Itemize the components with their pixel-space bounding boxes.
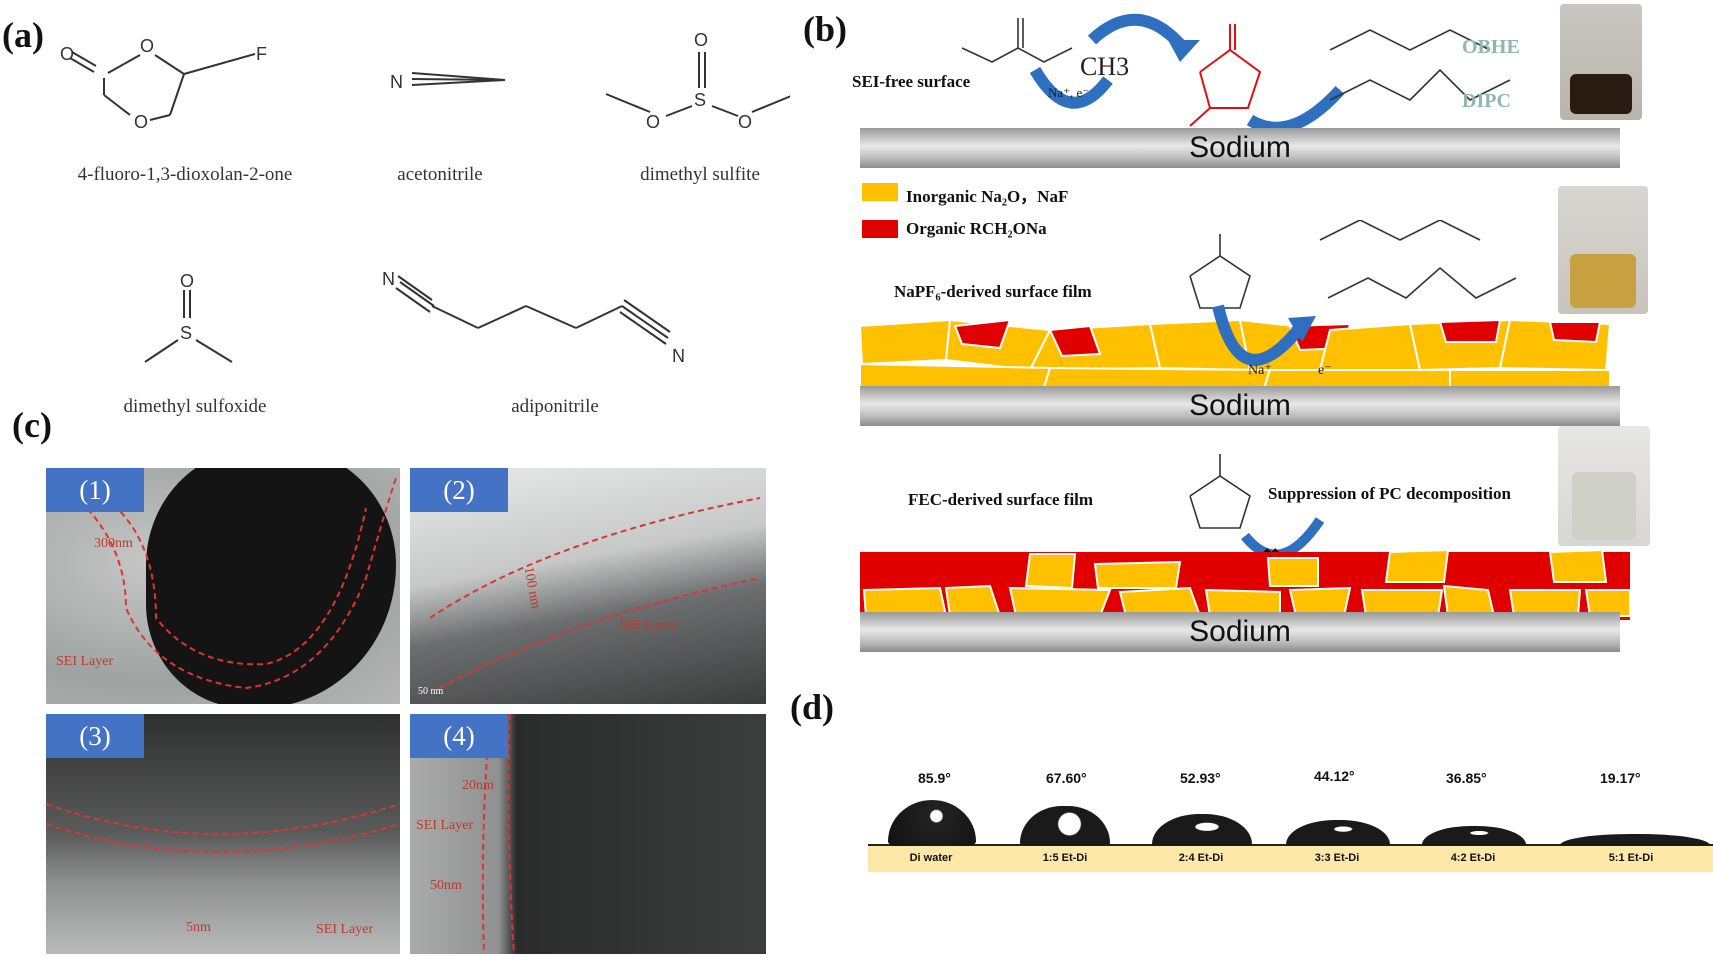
panel-label-a: (a) xyxy=(2,15,44,55)
sei-free-label: SEI-free surface xyxy=(852,72,971,91)
molecule-structures: O O O F N O S O O O S N N xyxy=(60,30,790,366)
acetonitrile-atom-n: N xyxy=(390,72,403,92)
droplet-label-1: Di water xyxy=(909,852,953,864)
molecule-name: dimethyl sulfoxide xyxy=(123,396,267,417)
legend-inorganic-label: Inorganic Na₂O，NaF xyxy=(906,187,1069,206)
tem-badge-1: (1) xyxy=(46,468,144,512)
sodium-bar-3: Sodium xyxy=(860,612,1620,652)
tem-badge-4: (4) xyxy=(410,714,508,758)
droplet-2 xyxy=(1020,806,1110,846)
contact-angle-3: 52.93° xyxy=(1180,770,1221,786)
legend-swatch-organic xyxy=(862,220,898,238)
obhe-label: OBHE xyxy=(1462,36,1520,58)
molecule-name: dimethyl sulfite xyxy=(640,164,760,185)
adiponitrile-atom-n1: N xyxy=(382,269,395,289)
sulfite-atom-o3: O xyxy=(738,112,752,132)
panel-label-b: (b) xyxy=(803,9,847,49)
adiponitrile-structure xyxy=(395,275,671,345)
tem4-thickness-2: 50nm xyxy=(430,878,462,893)
suppression-label: Suppression of PC decomposition xyxy=(1268,484,1511,503)
scheme-bottom-film: ✖ xyxy=(860,454,1631,620)
sulfite-atom-o1: O xyxy=(694,30,708,50)
contact-angle-4: 44.12° xyxy=(1314,768,1355,784)
fec-atom-o1: O xyxy=(60,44,74,64)
e-minus-label: e⁻ xyxy=(1318,363,1332,378)
droplet-label-6: 5:1 Et-Di xyxy=(1608,852,1654,864)
contact-angle-6: 19.17° xyxy=(1600,770,1641,786)
dimethyl-sulfite-structure xyxy=(605,52,790,117)
legend-swatch-inorganic xyxy=(862,183,898,201)
droplet-3 xyxy=(1152,814,1252,846)
sodium-bar-2: Sodium xyxy=(860,386,1620,426)
contact-angle-5: 36.85° xyxy=(1446,770,1487,786)
droplet-label-3: 2:4 Et-Di xyxy=(1178,852,1224,864)
droplet-label-4: 3:3 Et-Di xyxy=(1314,852,1360,864)
vial-image-2 xyxy=(1558,186,1648,314)
molecule-name: acetonitrile xyxy=(397,164,483,185)
fec-atom-o3: O xyxy=(134,112,148,132)
droplet-4 xyxy=(1286,820,1390,846)
tem1-thickness: 300nm xyxy=(94,536,133,551)
adiponitrile-atom-n2: N xyxy=(672,346,685,366)
tem2-sei-label: SEI Layer xyxy=(620,618,678,633)
contact-angle-2: 67.60° xyxy=(1046,770,1087,786)
dmso-atom-o: O xyxy=(180,271,194,291)
tem4-sei-label: SEI Layer xyxy=(416,818,474,833)
tem3-thickness: 5nm xyxy=(186,920,211,935)
fec-atom-o2: O xyxy=(140,36,154,56)
tem-badge-2: (2) xyxy=(410,468,508,512)
molecule-name: adiponitrile xyxy=(511,396,599,417)
droplet-6 xyxy=(1560,834,1710,846)
panel-label-d: (d) xyxy=(790,687,834,727)
tem1-sei-label: SEI Layer xyxy=(56,654,114,669)
napf6-film-label: NaPF₆-derived surface film xyxy=(894,282,1092,301)
tem2-scale-label: 50 nm xyxy=(418,686,444,697)
acetonitrile-structure xyxy=(411,72,506,86)
panel-label-c: (c) xyxy=(12,405,52,445)
droplet-5 xyxy=(1422,826,1526,846)
scheme-top-reaction xyxy=(961,13,1511,130)
na-plus-label: Na⁺ xyxy=(1248,363,1272,378)
droplet-label-2: 1:5 Et-Di xyxy=(1042,852,1088,864)
contact-angle-1: 85.9° xyxy=(918,770,951,786)
fec-structure xyxy=(69,51,256,121)
dmso-structure xyxy=(144,290,233,363)
vial-image-1 xyxy=(1560,4,1642,120)
fec-film-label: FEC-derived surface film xyxy=(908,490,1094,509)
tem3-sei-label: SEI Layer xyxy=(316,922,374,937)
molecule-name: 4-fluoro-1,3-dioxolan-2-one xyxy=(77,164,293,185)
legend-organic-label: Organic RCH₂ONa xyxy=(906,219,1047,238)
tem-image-1: 300nm SEI Layer xyxy=(46,468,400,704)
sulfite-atom-o2: O xyxy=(646,112,660,132)
tem-badge-3: (3) xyxy=(46,714,144,758)
droplet-1 xyxy=(888,800,976,846)
fec-atom-f: F xyxy=(256,44,267,64)
sodium-bar-1: Sodium xyxy=(860,128,1620,168)
vial-image-3 xyxy=(1558,426,1650,546)
sulfite-atom-s: S xyxy=(694,90,706,110)
dipc-label: DIPC xyxy=(1462,90,1511,112)
dmso-atom-s: S xyxy=(180,323,192,343)
substrate-strip xyxy=(868,846,1713,872)
droplet-label-5: 4:2 Et-Di xyxy=(1450,852,1496,864)
tem4-thickness-1: 20nm xyxy=(462,778,494,793)
ch3-label: CH3 xyxy=(1080,52,1130,81)
na-e-label-1: Na⁺, e⁻ xyxy=(1048,85,1090,100)
